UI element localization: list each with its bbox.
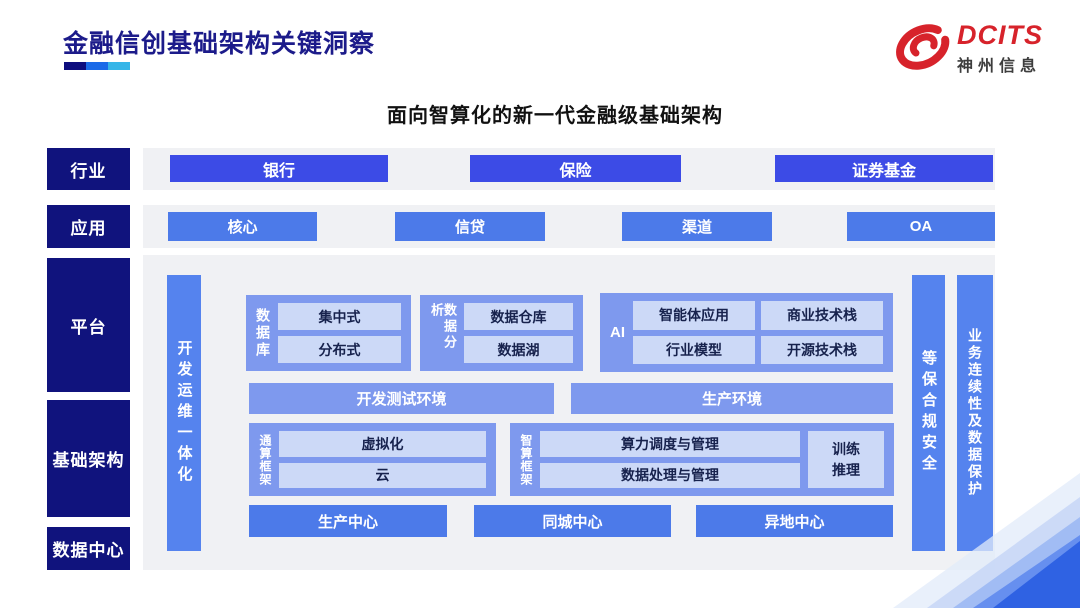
- general-compute-group: 通算框架 虚拟化 云: [249, 423, 496, 496]
- security-pillar-label: 等保合规安全: [920, 350, 937, 476]
- logo-brand-text: DCITS: [957, 20, 1043, 50]
- data-lake: 数据湖: [464, 336, 573, 363]
- compute-scheduling: 算力调度与管理: [540, 431, 800, 457]
- cloud: 云: [279, 462, 486, 488]
- underline-segment-dark: [64, 62, 86, 70]
- logo-company-text: 神州信息: [957, 58, 1042, 75]
- database-group: 数据库 集中式 分布式: [246, 295, 411, 371]
- devops-pillar: 开发运维一体化: [167, 275, 201, 551]
- virtualization: 虚拟化: [279, 431, 486, 457]
- category-application: 应用: [47, 205, 130, 248]
- continuity-pillar: 业务连续性及数据保护: [957, 275, 993, 551]
- industry-securities-funds: 证券基金: [775, 155, 993, 182]
- analytics-items: 数据仓库 数据湖: [464, 303, 573, 363]
- training-inference-box: 训练 推理: [808, 431, 884, 488]
- database-items: 集中式 分布式: [278, 303, 401, 363]
- corner-stripe-solid: [993, 541, 1080, 608]
- db-centralized: 集中式: [278, 303, 401, 330]
- production-center: 生产中心: [249, 505, 447, 537]
- dev-test-env-bar: 开发测试环境: [249, 383, 554, 414]
- general-compute-label: 通算框架: [258, 433, 272, 486]
- ai-commercial-stack: 商业技术栈: [761, 301, 883, 330]
- underline-segment-mid: [86, 62, 108, 70]
- page-title: 金融信创基础架构关键洞察: [63, 30, 376, 58]
- title-underline: [64, 62, 130, 70]
- ai-compute-group: 智算框架 算力调度与管理 数据处理与管理 训练 推理: [510, 423, 894, 496]
- category-platform: 平台: [47, 258, 130, 392]
- diagram-title: 面向智算化的新一代金融级基础架构: [387, 105, 723, 127]
- ai-compute-label: 智算框架: [519, 433, 533, 486]
- continuity-pillar-label: 业务连续性及数据保护: [967, 328, 983, 498]
- data-warehouse: 数据仓库: [464, 303, 573, 330]
- platform-container: 开发运维一体化 数据库 集中式 分布式 数据分析 数据仓库 数据湖 AI 智能体…: [143, 255, 995, 570]
- general-compute-items: 虚拟化 云: [279, 431, 486, 488]
- industry-insurance: 保险: [470, 155, 681, 182]
- ai-industry-models: 行业模型: [633, 335, 755, 364]
- app-oa: OA: [847, 212, 995, 241]
- data-processing-mgmt: 数据处理与管理: [540, 462, 800, 488]
- ai-open-source-stack: 开源技术栈: [761, 335, 883, 364]
- underline-segment-light: [108, 62, 130, 70]
- production-env-bar: 生产环境: [571, 383, 893, 414]
- category-industry: 行业: [47, 148, 130, 190]
- same-city-center: 同城中心: [474, 505, 671, 537]
- logo-swirl-icon: [896, 24, 950, 70]
- database-group-label: 数据库: [255, 307, 271, 359]
- remote-center: 异地中心: [696, 505, 893, 537]
- security-pillar: 等保合规安全: [912, 275, 945, 551]
- app-core: 核心: [168, 212, 317, 241]
- app-channel: 渠道: [622, 212, 772, 241]
- db-distributed: 分布式: [278, 336, 401, 363]
- category-datacenter: 数据中心: [47, 527, 130, 570]
- industry-bank: 银行: [170, 155, 388, 182]
- application-row: 核心 信贷 渠道 OA: [143, 205, 995, 248]
- company-logo: DCITS 神州信息: [893, 18, 1053, 78]
- app-credit: 信贷: [395, 212, 545, 241]
- analytics-group: 数据分析 数据仓库 数据湖: [420, 295, 583, 371]
- ai-compute-items: 算力调度与管理 数据处理与管理: [540, 431, 800, 488]
- ai-agent-apps: 智能体应用: [633, 301, 755, 330]
- ai-group-label: AI: [610, 324, 625, 341]
- category-infrastructure: 基础架构: [47, 400, 130, 517]
- devops-pillar-label: 开发运维一体化: [175, 339, 193, 487]
- ai-group: AI 智能体应用 商业技术栈 行业模型 开源技术栈: [600, 293, 893, 372]
- industry-row: 银行 保险 证券基金: [143, 148, 995, 190]
- ai-items: 智能体应用 商业技术栈 行业模型 开源技术栈: [633, 301, 883, 364]
- analytics-group-label: 数据分析: [429, 303, 457, 351]
